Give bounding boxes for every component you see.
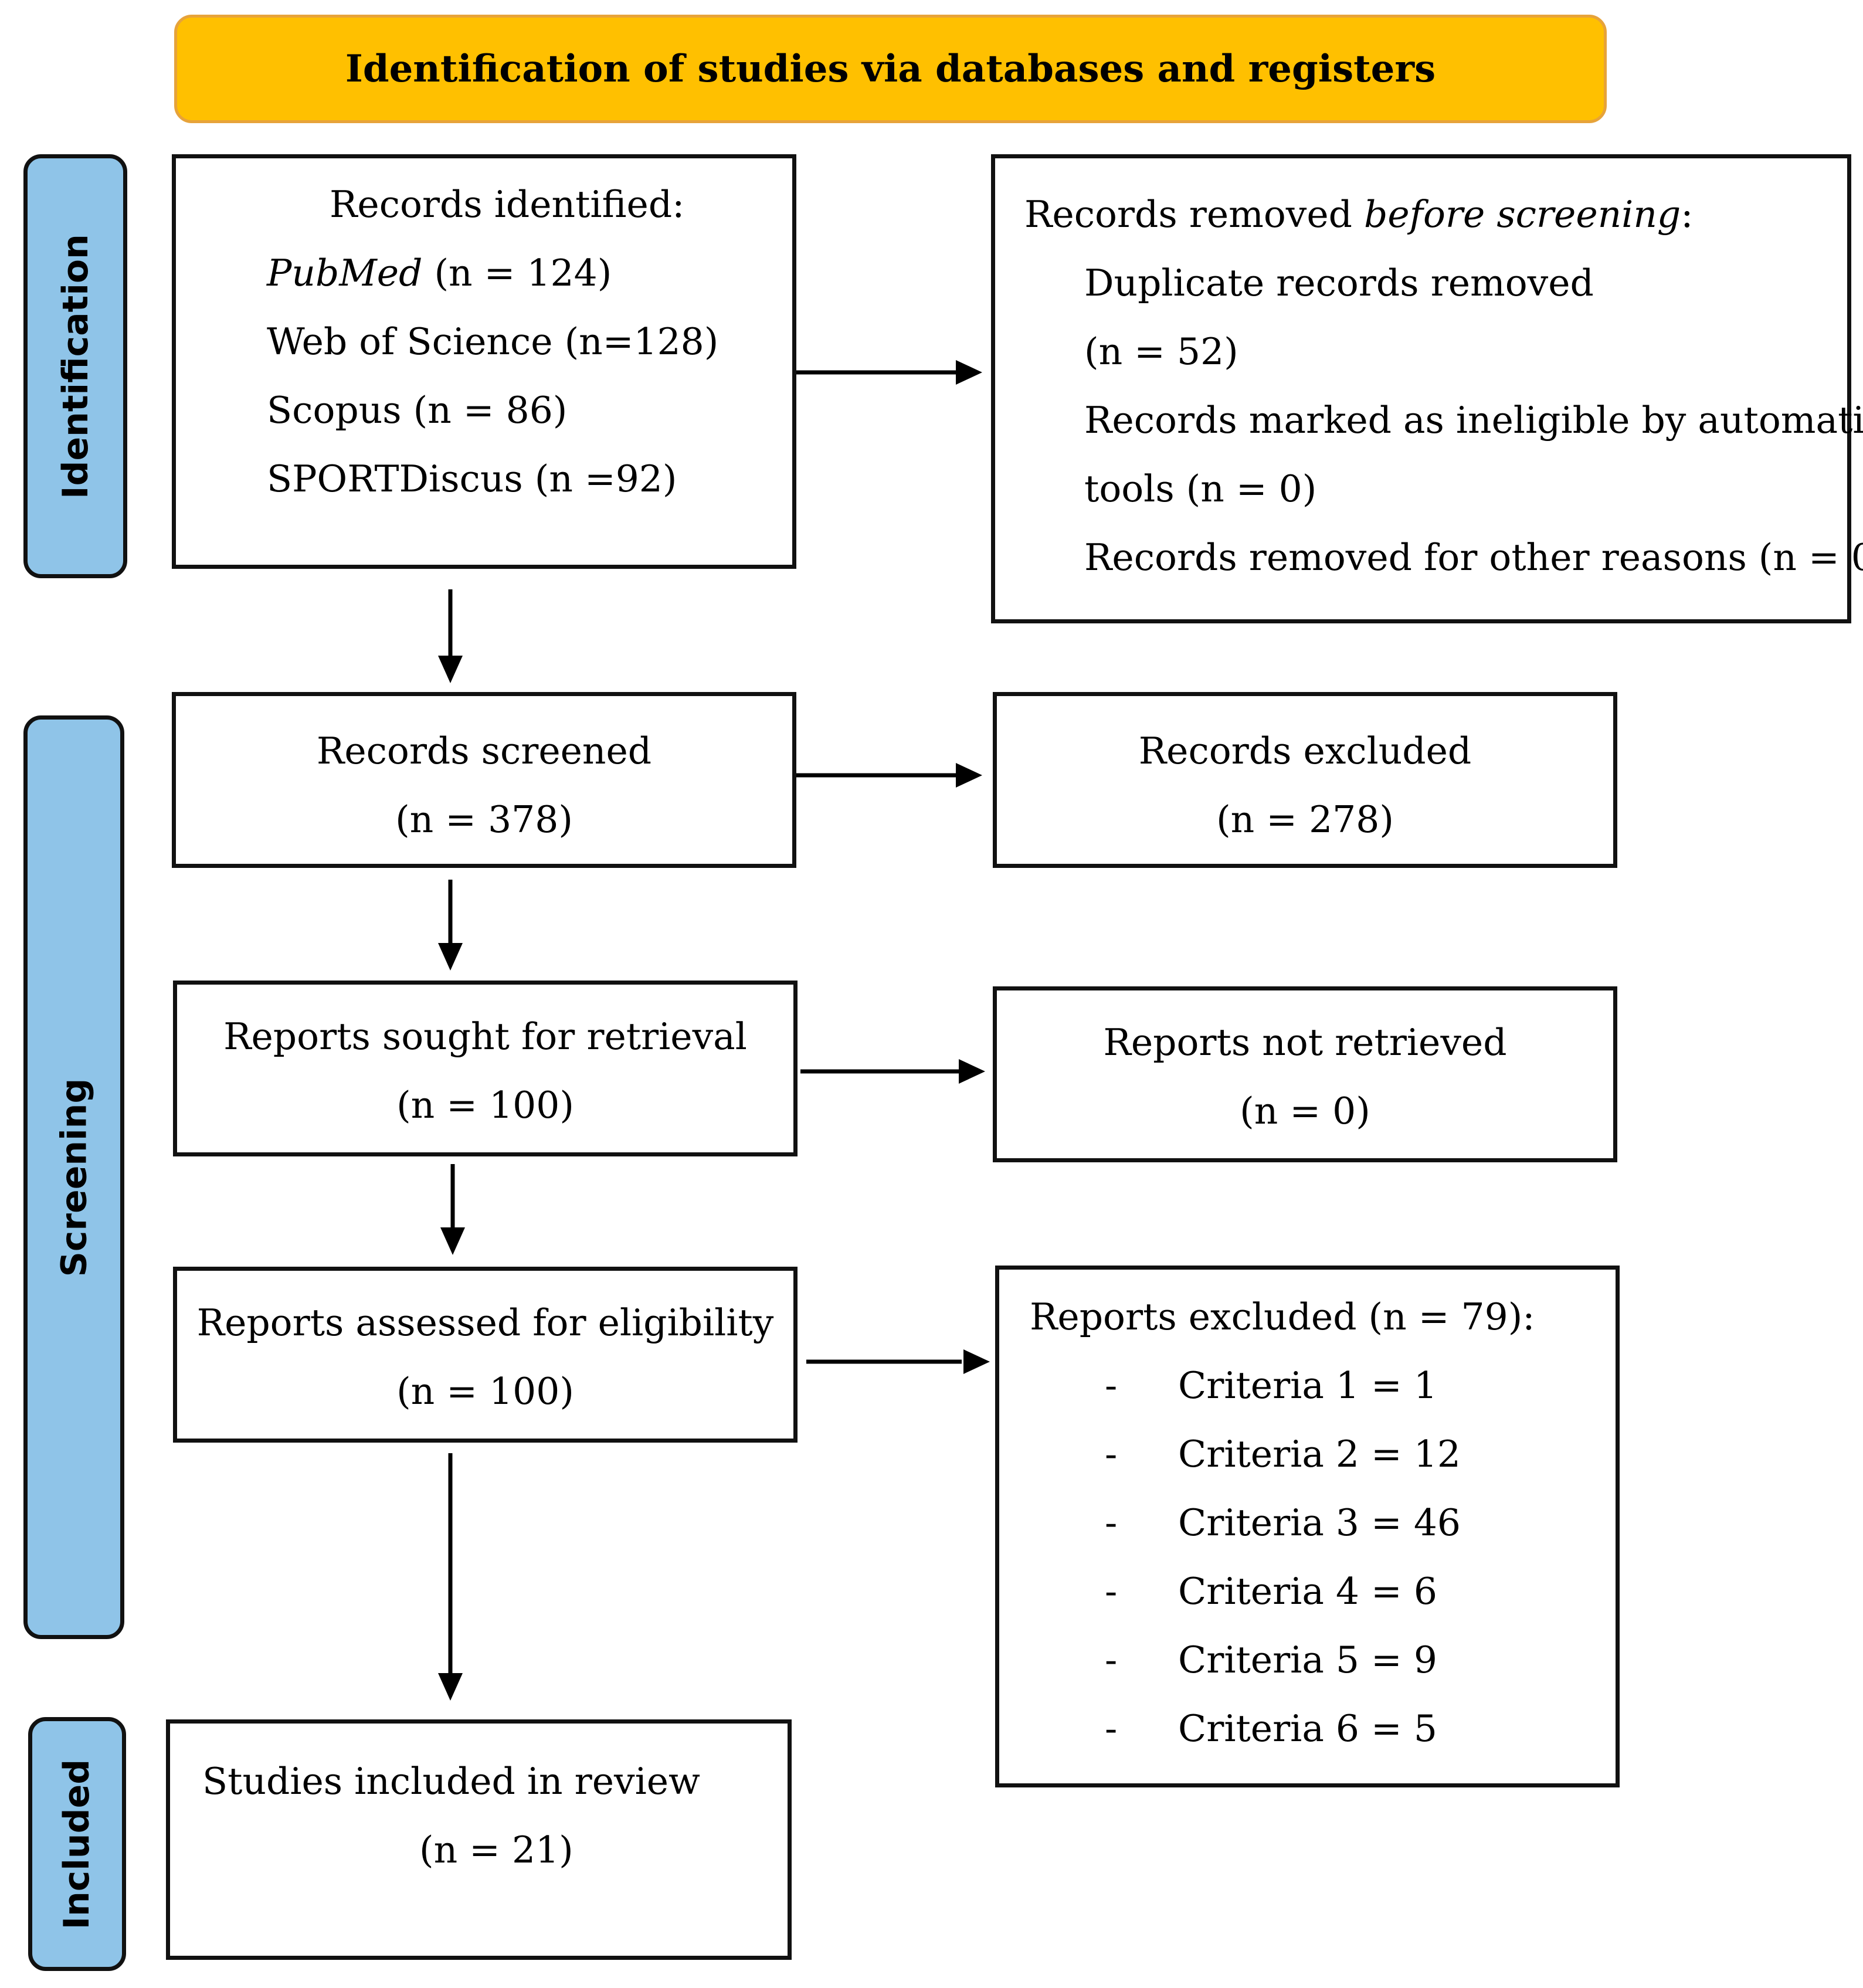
reports-not-retrieved-label: Reports not retrieved	[1103, 1021, 1507, 1064]
source-name: Web of Science	[267, 320, 553, 363]
criteria-text: Criteria 3 = 46	[1178, 1501, 1461, 1544]
arrowhead-down	[438, 943, 463, 971]
source-item: Web of Science (n=128)	[176, 307, 792, 376]
header-bar: Identification of studies via databases …	[174, 15, 1607, 123]
phase-included: Included	[28, 1717, 126, 1971]
studies-included-label: Studies included in review	[202, 1760, 700, 1803]
studies-included-count: (n = 21)	[419, 1828, 574, 1871]
criteria-item: - Criteria 6 = 5	[1105, 1694, 1616, 1763]
criteria-text: Criteria 5 = 9	[1178, 1638, 1437, 1681]
source-count: (n = 124)	[422, 252, 612, 294]
reports-sought-count: (n = 100)	[396, 1084, 574, 1127]
source-name: PubMed	[267, 252, 423, 294]
records-removed-line3: Records marked as ineligible by automati…	[1084, 399, 1863, 442]
title-suffix: :	[1681, 193, 1694, 236]
records-removed-box: Records removed before screening: Duplica…	[991, 154, 1863, 623]
source-item: SPORTDiscus (n =92)	[176, 445, 792, 513]
phase-screening: Screening	[23, 715, 124, 1639]
reports-excluded-title: Reports excluded (n = 79):	[1030, 1295, 1535, 1338]
source-name: SPORTDiscus	[267, 457, 523, 500]
criteria-item: - Criteria 3 = 46	[1105, 1488, 1616, 1557]
source-count: (n =92)	[522, 457, 677, 500]
source-item: Scopus (n = 86)	[176, 376, 792, 445]
reports-assessed-count: (n = 100)	[396, 1370, 574, 1413]
criteria-item: - Criteria 2 = 12	[1105, 1420, 1616, 1488]
records-removed-line4: tools (n = 0)	[1084, 467, 1317, 510]
records-identified-title: Records identified:	[330, 183, 685, 226]
reports-sought-box: Reports sought for retrieval (n = 100)	[173, 981, 798, 1156]
arrowhead-down	[440, 1227, 465, 1255]
reports-excluded-box: Reports excluded (n = 79): - Criteria 1 =…	[995, 1266, 1620, 1787]
records-excluded-count: (n = 278)	[1216, 798, 1394, 841]
criteria-item: - Criteria 4 = 6	[1105, 1557, 1616, 1626]
studies-included-box: Studies included in review (n = 21)	[166, 1719, 792, 1960]
records-excluded-label: Records excluded	[1138, 730, 1472, 772]
criteria-list: - Criteria 1 = 1 - Criteria 2 = 12 - Criter…	[999, 1351, 1616, 1763]
criteria-dash: -	[1105, 1364, 1118, 1407]
arrowhead-down	[438, 1673, 463, 1701]
criteria-item: - Criteria 5 = 9	[1105, 1626, 1616, 1694]
criteria-text: Criteria 6 = 5	[1178, 1707, 1437, 1750]
criteria-dash: -	[1105, 1501, 1118, 1544]
criteria-text: Criteria 1 = 1	[1178, 1364, 1437, 1407]
title-italic: before screening	[1364, 193, 1681, 236]
records-removed-title: Records removed before screening:	[995, 180, 1847, 249]
source-count: (n = 86)	[401, 389, 568, 432]
criteria-item: - Criteria 1 = 1	[1105, 1351, 1616, 1420]
criteria-dash: -	[1105, 1638, 1118, 1681]
reports-sought-label: Reports sought for retrieval	[223, 1015, 747, 1058]
header-title: Identification of studies via databases …	[345, 47, 1436, 91]
source-item: PubMed (n = 124)	[176, 239, 792, 307]
criteria-text: Criteria 2 = 12	[1178, 1433, 1461, 1475]
phase-identification-label: Identification	[55, 233, 96, 499]
records-screened-count: (n = 378)	[395, 798, 573, 841]
arrowhead-down	[438, 656, 463, 683]
records-identified-box: Records identified:PubMed (n = 124)Web o…	[172, 154, 796, 569]
records-screened-box: Records screened (n = 378)	[172, 692, 796, 868]
reports-assessed-label: Reports assessed for eligibility	[196, 1301, 774, 1344]
phase-identification: Identification	[23, 154, 127, 578]
criteria-dash: -	[1105, 1707, 1118, 1750]
reports-not-retrieved-count: (n = 0)	[1240, 1090, 1370, 1132]
source-name: Scopus	[267, 389, 402, 432]
title-prefix: Records removed	[1024, 193, 1365, 236]
reports-assessed-box: Reports assessed for eligibility (n = 10…	[173, 1267, 798, 1443]
criteria-dash: -	[1105, 1570, 1118, 1613]
records-removed-line5: Records removed for other reasons (n = 0…	[1084, 536, 1863, 579]
arrowhead-right	[959, 1059, 985, 1084]
records-excluded-box: Records excluded (n = 278)	[993, 692, 1617, 868]
criteria-dash: -	[1105, 1433, 1118, 1475]
source-count: (n=128)	[552, 320, 719, 363]
arrowhead-right	[956, 360, 982, 385]
records-removed-line1: Duplicate records removed	[1084, 262, 1594, 304]
arrowhead-right	[956, 763, 982, 788]
records-removed-line2: (n = 52)	[1084, 330, 1238, 373]
reports-not-retrieved-box: Reports not retrieved (n = 0)	[993, 986, 1617, 1162]
criteria-text: Criteria 4 = 6	[1178, 1570, 1437, 1613]
arrowhead-right	[963, 1349, 990, 1374]
records-screened-label: Records screened	[316, 730, 652, 772]
phase-screening-label: Screening	[53, 1078, 95, 1277]
phase-included-label: Included	[56, 1759, 98, 1929]
